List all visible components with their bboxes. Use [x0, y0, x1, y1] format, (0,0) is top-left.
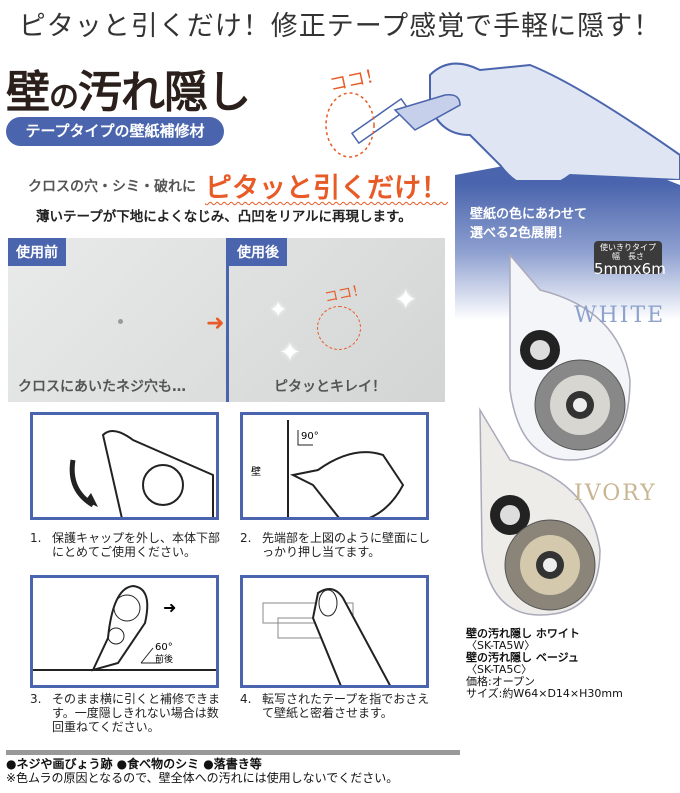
- step-1-text: 1. 保護キャップを外し、本体下部にとめてご使用ください。: [30, 531, 220, 559]
- arrow-right-icon: ➜: [163, 598, 176, 617]
- divider: [6, 750, 460, 755]
- arrow-right-icon: ➜: [206, 311, 225, 336]
- color-label-ivory: IVORY: [574, 481, 657, 506]
- step-description: 保護キャップを外し、本体下部にとめてご使用ください。: [52, 531, 221, 559]
- step-number: 3.: [30, 692, 42, 706]
- product-title: 壁の汚れ隠し: [6, 56, 251, 120]
- badge-type: 使いきりタイプ: [600, 243, 656, 252]
- after-koko: ココ！: [323, 281, 368, 307]
- step-2-illustration: 90° 壁: [240, 412, 429, 520]
- before-caption: クロスにあいたネジ穴も…: [18, 379, 186, 395]
- title-part: 壁: [6, 67, 50, 118]
- step-number: 2.: [240, 531, 252, 545]
- before-after-photos: 使用前 クロスにあいたネジ穴も… 使用後 ココ！ ✦ ✦ ✦ ピタッとキレイ！ …: [8, 238, 445, 402]
- title-part: 汚れ隠し: [78, 67, 251, 118]
- sparkle-icon: ✦: [394, 283, 418, 316]
- panel-line: 選べる2色展開！: [470, 226, 571, 241]
- usage-list: ●ネジや画びょう跡 ●食べ物のシミ ●落書き等: [6, 757, 262, 771]
- angle-label: 60°: [155, 642, 173, 653]
- step-number: 4.: [240, 692, 252, 706]
- badge-labels: 幅 長さ: [612, 252, 644, 261]
- badge-size: 5mmx6m: [594, 260, 666, 278]
- spec-name-beige: 壁の汚れ隠し ベージュ: [466, 651, 579, 664]
- usage-warning: ※色ムラの原因となるので、壁全体への汚れには使用しないでください。: [6, 771, 399, 785]
- panel-line: 壁紙の色にあわせて: [470, 207, 588, 222]
- step-4-text: 4. 転写されたテープを指でおさえて壁紙と密着させます。: [240, 692, 435, 720]
- headline: ピタッと引くだけ！修正テープ感覚で手軽に隠す！: [18, 11, 662, 42]
- subtitle-pill: テープタイプの壁紙補修材: [6, 117, 224, 146]
- title-part: の: [49, 80, 79, 115]
- step-description: 転写されたテープを指でおさえて壁紙と密着させます。: [262, 692, 430, 720]
- after-tag: 使用後: [229, 238, 287, 266]
- screw-hole: [118, 319, 123, 324]
- after-caption: ピタッとキレイ！: [274, 379, 386, 395]
- usage-notes: ●ネジや画びょう跡 ●食べ物のシミ ●落書き等 ※色ムラの原因となるので、壁全体…: [6, 757, 398, 785]
- wall-label: 壁: [251, 465, 261, 478]
- step-2-text: 2. 先端部を上図のように壁面にしっかり押し当てます。: [240, 531, 435, 559]
- sparkle-icon: ✦: [279, 338, 301, 368]
- color-panel-text: 壁紙の色にあわせて選べる2色展開！: [470, 205, 587, 243]
- step-number: 1.: [30, 531, 42, 545]
- description: 薄いテープが下地によくなじみ、凸凹をリアルに再現します。: [36, 209, 412, 225]
- product-images: [479, 252, 631, 616]
- before-tag: 使用前: [8, 238, 66, 266]
- spec-price: 価格:オープン: [466, 675, 536, 688]
- product-white: [509, 252, 631, 461]
- step-description: 先端部を上図のように壁面にしっかり押し当てます。: [262, 531, 431, 559]
- spec-code-white: 〈SK-TA5W〉: [466, 639, 536, 652]
- sparkle-icon: ✦: [269, 298, 288, 323]
- before-photo: 使用前 クロスにあいたネジ穴も…: [8, 238, 226, 402]
- spec-code-beige: 〈SK-TA5C〉: [466, 663, 533, 676]
- photo-divider: [226, 238, 229, 402]
- spec-name-white: 壁の汚れ隠し ホワイト: [466, 627, 580, 640]
- step-1-illustration: [30, 412, 219, 520]
- color-label-white: WHITE: [574, 303, 666, 328]
- koko-label: ココ！: [328, 64, 385, 96]
- angle-note: 前後: [155, 653, 173, 665]
- repaired-circle: [317, 306, 361, 350]
- hand-illustration: ココ！: [325, 62, 680, 180]
- after-photo: 使用後 ココ！ ✦ ✦ ✦ ピタッとキレイ！: [229, 238, 445, 402]
- step-3-illustration: ➜ 60°前後: [30, 575, 219, 688]
- step-3-text: 3. そのまま横に引くと補修できます。一度隠しきれない場合は数回重ねてください。: [30, 692, 220, 734]
- subheading: クロスの穴・シミ・破れに: [28, 179, 196, 195]
- step-4-illustration: [240, 575, 429, 688]
- spec-size: サイズ:約W64×D14×H30mm: [466, 687, 623, 700]
- product-ivory: [479, 407, 601, 616]
- step-description: そのまま横に引くと補修できます。一度隠しきれない場合は数回重ねてください。: [52, 692, 221, 734]
- angle-label: 90°: [301, 431, 319, 442]
- product-specs: 壁の汚れ隠し ホワイト 〈SK-TA5W〉 壁の汚れ隠し ベージュ 〈SK-TA…: [466, 628, 623, 700]
- subheading-emphasis: ピタッと引くだけ！: [205, 173, 448, 204]
